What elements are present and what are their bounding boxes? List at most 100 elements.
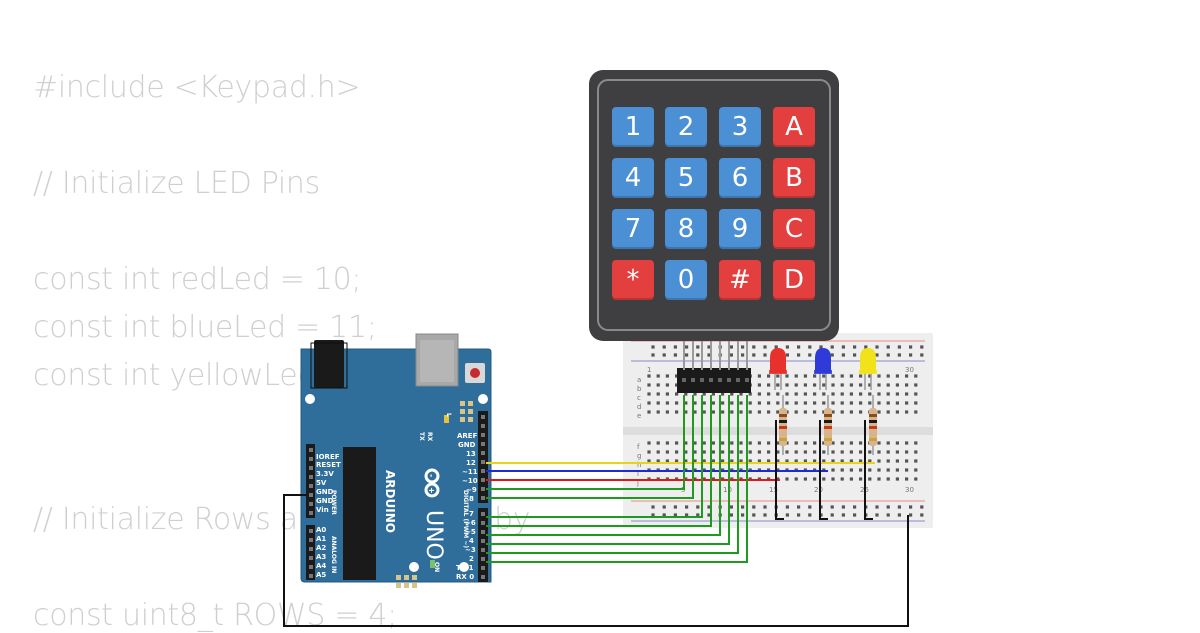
breadboard-hole xyxy=(849,374,853,378)
key-4[interactable]: 4 xyxy=(612,158,654,198)
arduino-logo: - + xyxy=(424,468,440,498)
breadboard-hole xyxy=(914,468,918,472)
key-9[interactable]: 9 xyxy=(719,209,761,249)
rail-hole xyxy=(729,505,733,509)
breadboard-hole xyxy=(647,450,651,454)
breadboard-hole xyxy=(767,450,771,454)
arduino-uno-board[interactable]: - + xyxy=(300,333,492,588)
icsp-pin xyxy=(460,401,465,406)
rail-hole xyxy=(830,345,834,349)
key-2[interactable]: 2 xyxy=(665,107,707,147)
rail-hole xyxy=(696,353,700,357)
breadboard-hole xyxy=(840,392,844,396)
pin-label-tx1: TX 1 xyxy=(456,564,474,572)
breadboard-hole xyxy=(895,450,899,454)
key-3[interactable]: 3 xyxy=(719,107,761,147)
breadboard-hole xyxy=(859,374,863,378)
pin-label-vin: Vin xyxy=(316,506,329,514)
rail-hole xyxy=(830,513,834,517)
key-1[interactable]: 1 xyxy=(612,107,654,147)
pin-label-gnd2: GND xyxy=(316,497,334,505)
breadboard-hole xyxy=(868,374,872,378)
breadboard-hole xyxy=(656,374,660,378)
breadboard-hole xyxy=(739,410,743,414)
header-pin xyxy=(481,424,485,428)
key-7[interactable]: 7 xyxy=(612,209,654,249)
led-blue xyxy=(815,348,831,373)
breadboard-hole xyxy=(868,477,872,481)
rail-hole xyxy=(651,513,655,517)
breadboard-hole xyxy=(868,468,872,472)
rail-hole xyxy=(841,513,845,517)
rail-hole xyxy=(673,513,677,517)
breadboard-hole xyxy=(895,441,899,445)
connector-hole xyxy=(682,378,686,382)
header-pin xyxy=(481,487,485,491)
wire-green-row-5 xyxy=(486,395,730,545)
breadboard-hole xyxy=(840,477,844,481)
rail-hole xyxy=(909,353,913,357)
pin-label-a0: A0 xyxy=(316,526,327,534)
resistor-band xyxy=(779,414,787,417)
key-0[interactable]: 0 xyxy=(665,260,707,300)
breadboard-hole xyxy=(675,459,679,463)
breadboard-hole xyxy=(877,441,881,445)
breadboard-row-e: e xyxy=(637,412,642,420)
breadboard-hole xyxy=(748,459,752,463)
breadboard[interactable]: a b c d e f g h i j 1 30 5 10 15 20 25 3… xyxy=(623,333,933,528)
breadboard-hole xyxy=(656,383,660,387)
key-star[interactable]: * xyxy=(612,260,654,300)
connector-hole xyxy=(745,378,749,382)
analog-header xyxy=(306,525,315,580)
header-pin xyxy=(309,547,313,551)
key-a[interactable]: A xyxy=(773,107,815,147)
key-8[interactable]: 8 xyxy=(665,209,707,249)
breadboard-hole xyxy=(914,374,918,378)
rail-hole xyxy=(841,345,845,349)
pin-label-a2: A2 xyxy=(316,544,327,552)
header-pin xyxy=(481,566,485,570)
breadboard-hole xyxy=(739,392,743,396)
header-pin xyxy=(309,448,313,452)
breadboard-hole xyxy=(859,392,863,396)
pin-label-aref: AREF xyxy=(457,432,478,440)
header-pin xyxy=(481,548,485,552)
rail-hole xyxy=(920,513,924,517)
breadboard-hole xyxy=(693,410,697,414)
rail-hole xyxy=(797,353,801,357)
breadboard-hole xyxy=(868,459,872,463)
rail-hole xyxy=(853,345,857,349)
wire-black-led xyxy=(775,420,784,520)
breadboard-hole xyxy=(785,401,789,405)
header-pin xyxy=(481,521,485,525)
connector-hole xyxy=(727,378,731,382)
header-pin xyxy=(309,529,313,533)
keypad-4x4[interactable]: 1 2 3 A 4 5 6 B 7 8 9 C * 0 # D xyxy=(589,70,839,341)
breadboard-hole xyxy=(868,450,872,454)
header-pin xyxy=(481,496,485,500)
atmega-chip xyxy=(343,447,376,580)
breadboard-hole xyxy=(702,459,706,463)
breadboard-hole xyxy=(914,477,918,481)
breadboard-hole xyxy=(665,374,669,378)
key-hash[interactable]: # xyxy=(719,260,761,300)
key-6[interactable]: 6 xyxy=(719,158,761,198)
pin-label-10: ~10 xyxy=(462,477,478,485)
breadboard-col-30-bottom: 30 xyxy=(905,486,914,494)
breadboard-hole xyxy=(711,392,715,396)
key-d[interactable]: D xyxy=(773,260,815,300)
breadboard-hole xyxy=(785,477,789,481)
rail-hole xyxy=(685,353,689,357)
breadboard-hole xyxy=(886,459,890,463)
rail-hole xyxy=(808,345,812,349)
breadboard-hole xyxy=(905,468,909,472)
rail-hole xyxy=(685,345,689,349)
key-b[interactable]: B xyxy=(773,158,815,198)
key-5[interactable]: 5 xyxy=(665,158,707,198)
breadboard-hole xyxy=(877,450,881,454)
breadboard-hole xyxy=(877,468,881,472)
key-c[interactable]: C xyxy=(773,209,815,249)
rail-hole xyxy=(707,353,711,357)
rail-hole xyxy=(707,345,711,349)
resistor-band xyxy=(824,438,832,441)
